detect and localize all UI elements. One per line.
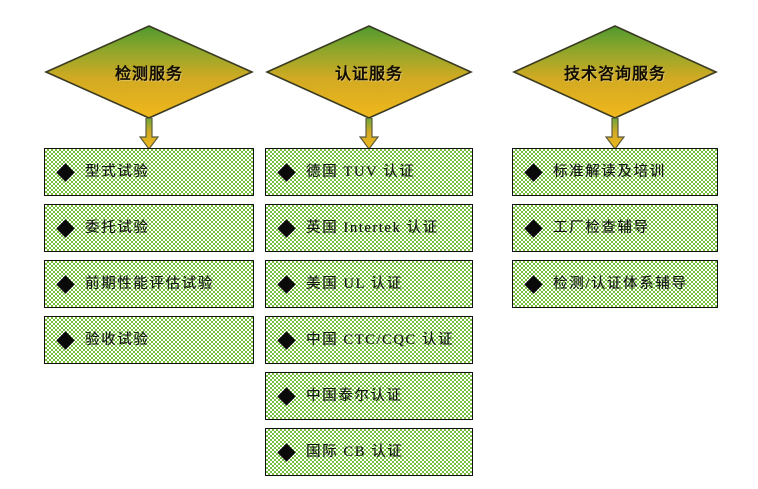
- black-diamond-bullet-icon: [277, 386, 296, 406]
- list-item[interactable]: 国际 CB 认证: [265, 428, 473, 476]
- diamond-shape-icon: [265, 25, 473, 119]
- diamond-shape-icon: [512, 25, 718, 119]
- black-diamond-bullet-icon: [56, 218, 75, 238]
- item-list-certification-services: 德国 TUV 认证 英国 Intertek 认证 美国 UL 认证 中国 CTC…: [265, 148, 473, 484]
- black-diamond-bullet-icon: [277, 330, 296, 350]
- list-item-label: 标准解读及培训: [553, 163, 666, 180]
- list-item[interactable]: 工厂检查辅导: [512, 204, 718, 252]
- black-diamond-bullet-icon: [277, 274, 296, 294]
- list-item-label: 英国 Intertek 认证: [306, 219, 439, 236]
- diamond-node-testing-services[interactable]: 检测服务: [44, 24, 254, 120]
- list-item[interactable]: 英国 Intertek 认证: [265, 204, 473, 252]
- list-item[interactable]: 中国 CTC/CQC 认证: [265, 316, 473, 364]
- diamond-shape-icon: [44, 25, 254, 119]
- list-item[interactable]: 验收试验: [44, 316, 254, 364]
- black-diamond-bullet-icon: [56, 274, 75, 294]
- diamond-node-certification-services[interactable]: 认证服务: [265, 24, 473, 120]
- down-arrow-icon: [139, 118, 159, 150]
- item-list-testing-services: 型式试验 委托试验 前期性能评估试验 验收试验: [44, 148, 254, 372]
- list-item-label: 美国 UL 认证: [306, 275, 403, 292]
- list-item-label: 中国泰尔认证: [306, 387, 403, 404]
- black-diamond-bullet-icon: [56, 330, 75, 350]
- list-item-label: 型式试验: [85, 163, 150, 180]
- list-item[interactable]: 前期性能评估试验: [44, 260, 254, 308]
- connector-arrow-testing-services: [139, 118, 159, 150]
- list-item-label: 国际 CB 认证: [306, 443, 404, 460]
- list-item-label: 检测/认证体系辅导: [553, 275, 688, 292]
- black-diamond-bullet-icon: [277, 442, 296, 462]
- list-item-label: 中国 CTC/CQC 认证: [306, 331, 455, 348]
- list-item-label: 德国 TUV 认证: [306, 163, 416, 180]
- list-item-label: 前期性能评估试验: [85, 275, 214, 292]
- list-item[interactable]: 型式试验: [44, 148, 254, 196]
- connector-arrow-certification-services: [359, 118, 379, 150]
- list-item-label: 委托试验: [85, 219, 150, 236]
- list-item[interactable]: 美国 UL 认证: [265, 260, 473, 308]
- diamond-node-technical-consulting-services[interactable]: 技术咨询服务: [512, 24, 718, 120]
- black-diamond-bullet-icon: [524, 218, 543, 238]
- down-arrow-icon: [605, 118, 625, 150]
- black-diamond-bullet-icon: [524, 162, 543, 182]
- black-diamond-bullet-icon: [56, 162, 75, 182]
- list-item-label: 验收试验: [85, 331, 150, 348]
- list-item[interactable]: 检测/认证体系辅导: [512, 260, 718, 308]
- item-list-technical-consulting-services: 标准解读及培训 工厂检查辅导 检测/认证体系辅导: [512, 148, 718, 316]
- list-item[interactable]: 标准解读及培训: [512, 148, 718, 196]
- list-item[interactable]: 德国 TUV 认证: [265, 148, 473, 196]
- list-item[interactable]: 委托试验: [44, 204, 254, 252]
- black-diamond-bullet-icon: [524, 274, 543, 294]
- black-diamond-bullet-icon: [277, 162, 296, 182]
- down-arrow-icon: [359, 118, 379, 150]
- black-diamond-bullet-icon: [277, 218, 296, 238]
- list-item-label: 工厂检查辅导: [553, 219, 650, 236]
- connector-arrow-technical-consulting-services: [605, 118, 625, 150]
- list-item[interactable]: 中国泰尔认证: [265, 372, 473, 420]
